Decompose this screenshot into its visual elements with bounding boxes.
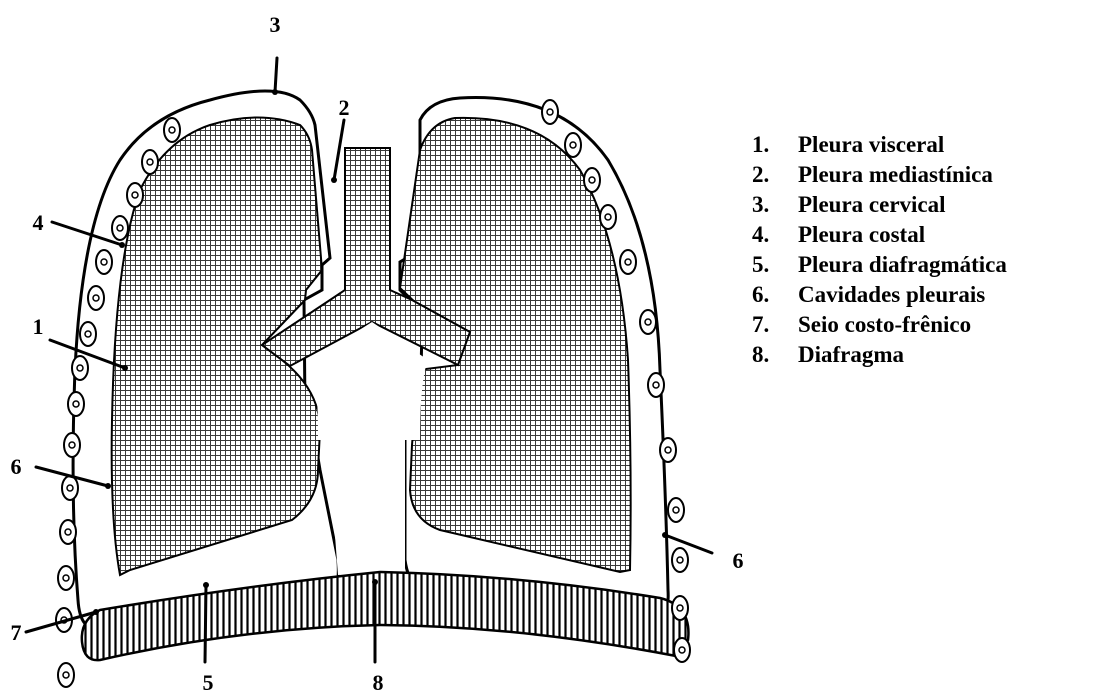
legend-label: Pleura mediastínica (798, 160, 993, 190)
legend-item: 8.Diafragma (752, 340, 1007, 370)
legend-item: 1.Pleura visceral (752, 130, 1007, 160)
callout-2: 2 (339, 95, 350, 120)
legend-item: 7.Seio costo-frênico (752, 310, 1007, 340)
legend-label: Pleura visceral (798, 130, 944, 160)
leader-3 (275, 58, 277, 92)
leader-6-right (665, 535, 712, 553)
callout-6-right: 6 (733, 548, 744, 573)
callout-1: 1 (33, 314, 44, 339)
leader-2 (334, 120, 344, 180)
legend-number: 7. (752, 310, 798, 340)
legend-label: Diafragma (798, 340, 904, 370)
legend-number: 8. (752, 340, 798, 370)
callout-4: 4 (33, 210, 44, 235)
legend: 1.Pleura visceral 2.Pleura mediastínica … (752, 130, 1007, 370)
legend-number: 4. (752, 220, 798, 250)
callout-8: 8 (373, 670, 384, 695)
callout-3: 3 (270, 12, 281, 37)
legend-label: Pleura cervical (798, 190, 946, 220)
legend-item: 4.Pleura costal (752, 220, 1007, 250)
callout-7: 7 (11, 620, 22, 645)
legend-item: 5.Pleura diafragmática (752, 250, 1007, 280)
legend-label: Pleura diafragmática (798, 250, 1007, 280)
legend-label: Pleura costal (798, 220, 925, 250)
legend-item: 3.Pleura cervical (752, 190, 1007, 220)
legend-label: Cavidades pleurais (798, 280, 985, 310)
legend-item: 2.Pleura mediastínica (752, 160, 1007, 190)
legend-number: 6. (752, 280, 798, 310)
legend-number: 5. (752, 250, 798, 280)
callout-5: 5 (203, 670, 214, 695)
legend-number: 2. (752, 160, 798, 190)
callout-6-left: 6 (11, 454, 22, 479)
legend-item: 6.Cavidades pleurais (752, 280, 1007, 310)
legend-number: 3. (752, 190, 798, 220)
legend-number: 1. (752, 130, 798, 160)
leader-5 (205, 585, 206, 662)
legend-label: Seio costo-frênico (798, 310, 971, 340)
